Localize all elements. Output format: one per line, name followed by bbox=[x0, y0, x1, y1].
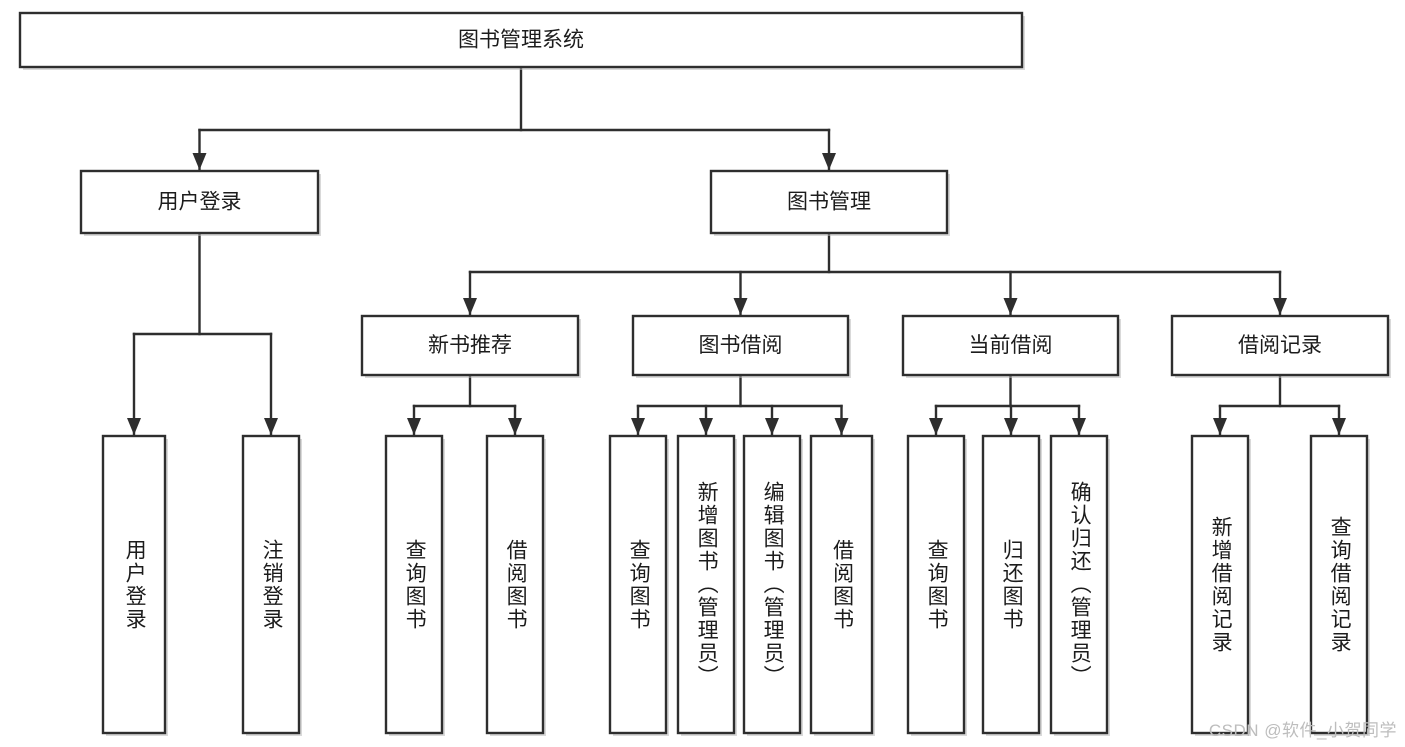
node-box-root[interactable] bbox=[18, 11, 1024, 69]
node-label-user-login: 用户登录 bbox=[158, 191, 242, 214]
watermark-text: CSDN @软件_小贺同学 bbox=[1208, 721, 1397, 740]
node-label-root: 图书管理系统 bbox=[458, 29, 584, 52]
node-box-current-borrow[interactable] bbox=[901, 314, 1120, 377]
node-box-add-book-admin[interactable] bbox=[676, 434, 736, 735]
connector-lines-layer bbox=[127, 65, 1346, 437]
current-borrow-arrow-2 bbox=[1072, 418, 1086, 435]
node-box-user-login[interactable] bbox=[79, 169, 320, 235]
node-box-borrow-record[interactable] bbox=[1170, 314, 1390, 377]
node-label-book-borrow: 图书借阅 bbox=[699, 334, 783, 357]
root-arrow-0 bbox=[192, 153, 207, 170]
node-box-book-borrow[interactable] bbox=[631, 314, 850, 377]
node-box-query-book-1[interactable] bbox=[384, 434, 444, 735]
book-management-arrow-3 bbox=[1273, 298, 1287, 315]
node-box-edit-book-admin[interactable] bbox=[742, 434, 802, 735]
node-box-query-book-2[interactable] bbox=[608, 434, 668, 735]
borrow-record-arrow-1 bbox=[1332, 418, 1346, 435]
node-boxes-layer bbox=[18, 11, 1391, 736]
node-label-new-book-recommend: 新书推荐 bbox=[428, 334, 512, 357]
node-box-query-borrow-record[interactable] bbox=[1309, 434, 1369, 735]
node-box-query-book-3[interactable] bbox=[906, 434, 966, 735]
new-book-recommend-arrow-0 bbox=[407, 418, 421, 435]
node-box-confirm-return-admin[interactable] bbox=[1049, 434, 1109, 735]
root-arrow-1 bbox=[822, 153, 836, 170]
book-borrow-arrow-3 bbox=[834, 418, 849, 435]
book-management-arrow-0 bbox=[463, 298, 477, 315]
book-management-arrow-1 bbox=[733, 298, 748, 315]
user-login-arrow-0 bbox=[127, 418, 141, 435]
node-box-user-logout-leaf[interactable] bbox=[241, 434, 301, 735]
node-box-new-book-recommend[interactable] bbox=[360, 314, 580, 377]
node-box-return-book[interactable] bbox=[981, 434, 1041, 735]
user-login-arrow-1 bbox=[264, 418, 278, 435]
book-borrow-arrow-2 bbox=[765, 418, 779, 435]
node-label-book-management: 图书管理 bbox=[787, 191, 871, 214]
book-management-arrow-2 bbox=[1003, 298, 1018, 315]
node-label-current-borrow: 当前借阅 bbox=[969, 334, 1053, 357]
current-borrow-arrow-1 bbox=[1004, 418, 1018, 435]
node-box-borrow-book-2[interactable] bbox=[809, 434, 874, 735]
node-box-borrow-book-1[interactable] bbox=[485, 434, 545, 735]
node-box-add-borrow-record[interactable] bbox=[1190, 434, 1250, 735]
new-book-recommend-arrow-1 bbox=[508, 418, 522, 435]
current-borrow-arrow-0 bbox=[929, 418, 943, 435]
book-borrow-arrow-1 bbox=[699, 418, 713, 435]
book-borrow-arrow-0 bbox=[631, 418, 645, 435]
node-label-borrow-record: 借阅记录 bbox=[1238, 334, 1322, 357]
node-box-user-login-leaf[interactable] bbox=[101, 434, 167, 735]
borrow-record-arrow-0 bbox=[1213, 418, 1227, 435]
node-box-book-management[interactable] bbox=[709, 169, 949, 235]
